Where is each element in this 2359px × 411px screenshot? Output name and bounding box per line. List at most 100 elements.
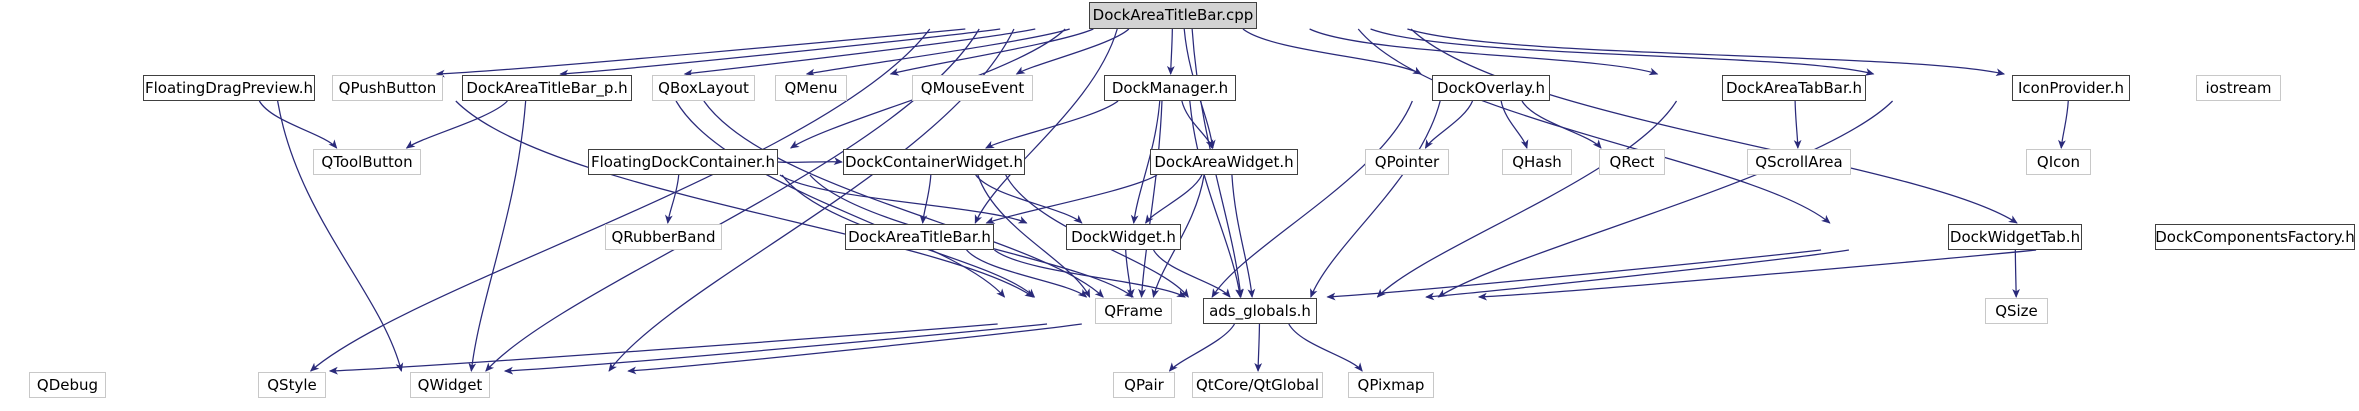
graph-node-qhash[interactable]: QHash: [1502, 149, 1572, 175]
graph-node-label: QPair: [1124, 375, 1164, 394]
graph-edge-dockareatitlebar_p-to-qwidget: [468, 100, 527, 372]
graph-node-qwidget[interactable]: QWidget: [410, 372, 490, 398]
graph-edge-dockcontainerwidget-to-qframe: [977, 174, 1091, 298]
graph-node-label: DockWidgetTab.h: [1949, 227, 2081, 246]
graph-edge-root-to-dockwidgettab: [1357, 28, 1831, 224]
graph-node-label: QSize: [1995, 301, 2038, 320]
graph-node-label: DockContainerWidget.h: [844, 152, 1024, 171]
graph-node-label: QRect: [1609, 152, 1655, 171]
graph-edge-floatingdragpreview-to-qwidget: [277, 100, 404, 372]
graph-edge-floatingdragpreview-to-qtoolbutton: [258, 100, 338, 149]
graph-edge-ads_globals-to-qpixmap: [1288, 323, 1363, 372]
graph-edge-dockwidgettab-to-ads_globals: [1425, 249, 1849, 301]
graph-edge-dockmanager-to-dockcontainerwidget: [985, 100, 1119, 149]
graph-node-label: DockAreaTitleBar.h: [848, 227, 991, 246]
graph-edge-dockwidgettab-to-qframe: [1326, 249, 1822, 301]
graph-node-floatingdragpreview[interactable]: FloatingDragPreview.h: [143, 75, 315, 101]
graph-edge-dockoverlay-to-qhash: [1500, 100, 1529, 149]
graph-node-floatingdockcontainer[interactable]: FloatingDockContainer.h: [588, 149, 778, 175]
graph-node-qpixmap[interactable]: QPixmap: [1348, 372, 1434, 398]
graph-node-label: QRubberBand: [611, 227, 716, 246]
graph-node-label: QMenu: [784, 78, 838, 97]
graph-node-label: QHash: [1512, 152, 1562, 171]
graph-node-qrect[interactable]: QRect: [1599, 149, 1665, 175]
graph-edge-ads_globals-to-qstyle: [503, 323, 1048, 375]
graph-edge-root-to-ads_globals: [1191, 28, 1244, 298]
graph-node-qtcoreqtglobal[interactable]: QtCore/QtGlobal: [1192, 372, 1323, 398]
graph-node-label: QWidget: [417, 375, 483, 394]
graph-node-dockareawidget[interactable]: DockAreaWidget.h: [1150, 149, 1298, 175]
graph-node-qboxlayout[interactable]: QBoxLayout: [652, 75, 755, 101]
graph-edge-ads_globals-to-qwidget: [627, 323, 1082, 375]
graph-edge-dockcontainerwidget-to-dockareatitlebar: [919, 174, 932, 224]
graph-edge-ads_globals-to-qtcoreqtglobal: [1254, 323, 1263, 372]
graph-node-dockcomponentsfactory[interactable]: DockComponentsFactory.h: [2155, 224, 2355, 250]
graph-edge-ads_globals-to-qdebug: [328, 323, 998, 375]
graph-edge-dockwidget-to-qframe: [1125, 249, 1135, 298]
graph-edge-ads_globals-to-qpair: [1168, 323, 1236, 372]
graph-node-dockoverlay[interactable]: DockOverlay.h: [1432, 75, 1550, 101]
graph-edge-dockoverlay-to-qframe: [1211, 100, 1413, 298]
graph-node-ads_globals[interactable]: ads_globals.h: [1203, 298, 1317, 324]
graph-node-dockcontainerwidget[interactable]: DockContainerWidget.h: [843, 149, 1025, 175]
graph-node-qpushbutton[interactable]: QPushButton: [332, 75, 443, 101]
graph-node-qstyle[interactable]: QStyle: [258, 372, 326, 398]
graph-node-iconprovider[interactable]: IconProvider.h: [2012, 75, 2130, 101]
graph-node-qrubberband[interactable]: QRubberBand: [605, 224, 722, 250]
graph-node-dockareatitlebar_p[interactable]: DockAreaTitleBar_p.h: [462, 75, 632, 101]
graph-edge-dockareatitlebar-to-ads_globals: [994, 249, 1186, 298]
graph-node-root[interactable]: DockAreaTitleBar.cpp: [1089, 2, 1257, 29]
graph-edge-dockoverlay-to-ads_globals: [1310, 100, 1441, 298]
graph-node-qmouseevent[interactable]: QMouseEvent: [912, 75, 1033, 101]
graph-node-label: QDebug: [36, 375, 99, 394]
graph-node-label: QScrollArea: [1755, 152, 1843, 171]
graph-edge-dockmanager-to-qframe: [1138, 100, 1163, 298]
graph-node-dockareatitlebar[interactable]: DockAreaTitleBar.h: [845, 224, 994, 250]
graph-edge-root-to-floatingdragpreview: [435, 28, 966, 78]
graph-edge-root-to-qmouseevent: [1015, 28, 1130, 75]
graph-node-dockmanager[interactable]: DockManager.h: [1104, 75, 1236, 101]
graph-edge-dockoverlay-to-qpointer: [1424, 100, 1474, 149]
graph-edge-dockoverlay-to-qrect: [1521, 100, 1602, 149]
graph-node-qframe[interactable]: QFrame: [1095, 298, 1172, 324]
graph-node-label: QStyle: [267, 375, 317, 394]
graph-node-qpair[interactable]: QPair: [1113, 372, 1175, 398]
graph-node-qpointer[interactable]: QPointer: [1365, 149, 1449, 175]
graph-node-label: QPointer: [1374, 152, 1440, 171]
graph-edge-iconprovider-to-ads_globals: [1437, 100, 1894, 298]
graph-node-dockwidget[interactable]: DockWidget.h: [1066, 224, 1181, 250]
graph-edge-root-to-dockmanager: [1166, 28, 1175, 75]
graph-edge-root-to-iostream: [1407, 28, 2006, 77]
graph-node-iostream[interactable]: iostream: [2196, 75, 2281, 101]
graph-node-qsize[interactable]: QSize: [1985, 298, 2048, 324]
graph-edge-dockareatitlebar_p-to-qtoolbutton: [405, 100, 508, 149]
graph-node-qscrollarea[interactable]: QScrollArea: [1747, 149, 1851, 175]
graph-edge-floatingdockcontainer-to-dockcontainerwidget: [777, 157, 843, 165]
graph-edge-root-to-dockoverlay: [1242, 28, 1422, 75]
graph-edge-dockmanager-to-dockareawidget: [1181, 100, 1214, 149]
graph-node-label: QIcon: [2036, 152, 2081, 171]
graph-edge-dockcomponentsfactory-to-ads_globals: [1477, 249, 2037, 301]
graph-node-qicon[interactable]: QIcon: [2026, 149, 2091, 175]
graph-node-label: QtCore/QtGlobal: [1196, 375, 1319, 394]
graph-node-qmenu[interactable]: QMenu: [775, 75, 847, 101]
graph-node-qtoolbutton[interactable]: QToolButton: [313, 149, 421, 175]
graph-edge-dockareawidget-to-ads_globals: [1231, 174, 1256, 298]
graph-edge-root-to-dockareatitlebar: [974, 28, 1118, 224]
graph-node-dockwidgettab[interactable]: DockWidgetTab.h: [1948, 224, 2082, 250]
graph-node-dockareatabbar[interactable]: DockAreaTabBar.h: [1722, 75, 1866, 101]
graph-node-label: QPushButton: [338, 78, 437, 97]
graph-edge-dockmanager-to-dockwidget: [1130, 100, 1161, 224]
graph-node-label: DockWidget.h: [1071, 227, 1176, 246]
graph-node-label: DockOverlay.h: [1436, 78, 1546, 97]
graph-node-label: DockAreaTitleBar.cpp: [1092, 6, 1254, 24]
graph-node-label: QToolButton: [321, 152, 413, 171]
graph-edge-root-to-iconprovider: [1370, 28, 1875, 76]
graph-edge-root-to-qmenu: [889, 28, 1094, 76]
graph-edge-iconprovider-to-qicon: [2058, 100, 2069, 149]
graph-node-label: DockComponentsFactory.h: [2155, 227, 2355, 246]
graph-node-label: IconProvider.h: [2017, 78, 2124, 97]
graph-node-qdebug[interactable]: QDebug: [29, 372, 106, 398]
